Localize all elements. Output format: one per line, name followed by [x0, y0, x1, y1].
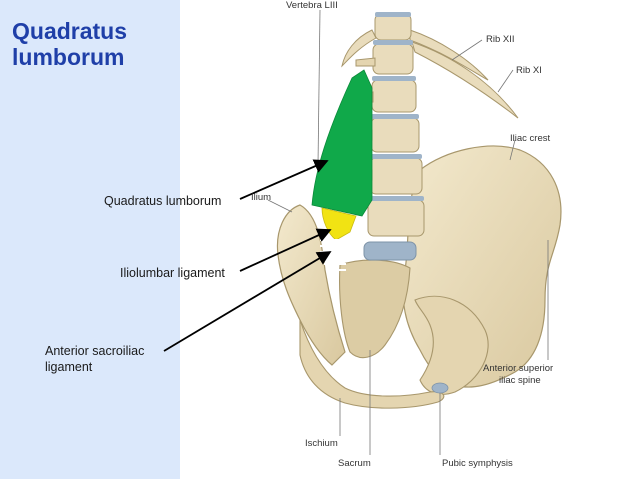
label-pubic-symphysis: Pubic symphysis — [442, 458, 513, 469]
callout-anterior-sacroiliac-line-1: Anterior sacroiliac — [45, 344, 145, 358]
leader-iliac-crest — [509, 139, 516, 161]
callout-iliolumbar-ligament: Iliolumbar ligament — [120, 266, 225, 280]
leader-vertebra — [317, 9, 321, 166]
ischium — [299, 319, 445, 409]
lumbar-spine — [351, 12, 425, 261]
rib-xii — [409, 29, 489, 81]
callout-anterior-sacroiliac-line-2: ligament — [45, 360, 93, 374]
callout-quadratus-lumborum: Quadratus lumborum — [104, 194, 222, 208]
title-panel: Quadratus lumborum — [0, 0, 180, 479]
label-rib-xi: Rib XI — [516, 65, 542, 76]
label-ilium: Ilium — [251, 192, 271, 203]
pubic-symphysis-joint — [431, 382, 449, 394]
label-vertebra: Vertebra LIII — [286, 0, 338, 11]
leader-rib-xii — [451, 39, 483, 61]
label-asis-line-2: iliac spine — [499, 375, 541, 386]
title-line-2: lumborum — [12, 44, 125, 70]
label-rib-xii: Rib XII — [486, 34, 515, 45]
leader-rib-xi — [497, 69, 514, 93]
arrow-anterior-sacroiliac — [163, 251, 332, 352]
left-rib — [341, 29, 377, 68]
slide-title: Quadratus lumborum — [12, 18, 177, 70]
label-iliac-crest: Iliac crest — [510, 133, 550, 144]
label-asis-line-1: Anterior superior — [483, 363, 553, 374]
label-sacrum: Sacrum — [338, 458, 371, 469]
quadratus-lumborum-muscle — [311, 69, 373, 217]
arrow-iliolumbar-ligament — [239, 228, 332, 272]
rib-xi — [411, 41, 519, 119]
title-line-1: Quadratus — [12, 18, 128, 44]
label-ischium: Ischium — [305, 438, 338, 449]
callout-anterior-sacroiliac: Anterior sacroiliac ligament — [45, 343, 144, 375]
arrow-quadratus-lumborum — [239, 159, 329, 200]
sacrum — [339, 259, 411, 359]
leader-ilium — [267, 199, 293, 213]
